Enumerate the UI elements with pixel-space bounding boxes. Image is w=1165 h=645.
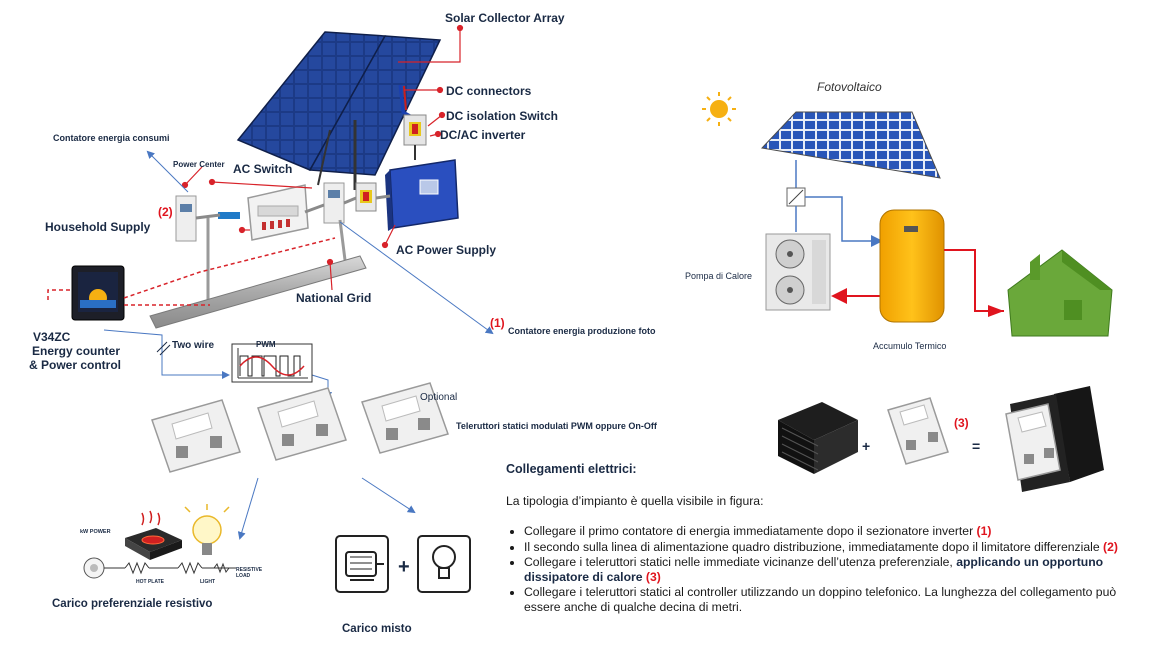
label-optional: Optional bbox=[420, 392, 458, 403]
consumption-meter bbox=[175, 195, 197, 242]
solar-collector-array bbox=[236, 31, 442, 190]
solid-state-relay-2 bbox=[257, 387, 347, 461]
label-dc-connectors: DC connectors bbox=[446, 84, 532, 98]
label-resistive-load-line1: RESISTIVE bbox=[236, 567, 263, 573]
label-fotovoltaico: Fotovoltaico bbox=[817, 80, 882, 94]
label-v34zc: V34ZC Energy counter & Power control bbox=[28, 330, 121, 372]
ac-isolator bbox=[355, 182, 377, 212]
notes-item-bold: applicando un opportuno dissipatore di c… bbox=[524, 555, 1104, 584]
plus-heatsink: + bbox=[862, 438, 871, 454]
label-household-supply: Household Supply bbox=[45, 220, 151, 234]
label-contatore-produzione: Contatore energia produzione foto bbox=[508, 326, 656, 336]
dc-ac-inverter bbox=[385, 159, 459, 231]
label-two-wire: Two wire bbox=[172, 340, 215, 351]
label-ac-power-supply: AC Power Supply bbox=[396, 243, 497, 257]
marker-2-diagram: (2) bbox=[158, 205, 173, 219]
breaker-blue bbox=[218, 212, 240, 219]
thermal-storage-tank bbox=[879, 209, 945, 323]
label-contatore-consumi: Contatore energia consumi bbox=[53, 133, 170, 143]
plus-mixed-load: + bbox=[398, 556, 410, 578]
notes-item: Collegare il primo contatore di energia … bbox=[524, 524, 1156, 539]
notes-list: Collegare il primo contatore di energia … bbox=[506, 524, 1156, 614]
notes-item-marker: (2) bbox=[1103, 539, 1118, 554]
notes-item: Collegare i teleruttori statici nelle im… bbox=[524, 555, 1156, 584]
national-grid-cable bbox=[149, 255, 367, 329]
label-hot-plate: HOT PLATE bbox=[136, 579, 164, 585]
collegamenti-elettrici-notes: Collegamenti elettrici: La tipologia d’i… bbox=[506, 462, 1156, 615]
label-resistive-load: RESISTIVE LOAD bbox=[236, 567, 262, 579]
mixed-load-bulb bbox=[417, 535, 471, 593]
mixed-load-motor bbox=[335, 535, 389, 593]
notes-title: Collegamenti elettrici: bbox=[506, 462, 637, 476]
notes-item-text: Collegare il primo contatore di energia … bbox=[524, 524, 977, 538]
label-kw-power: kW POWER bbox=[80, 529, 111, 535]
solid-state-relay-1 bbox=[151, 399, 241, 473]
notes-item-marker: (1) bbox=[976, 524, 992, 538]
label-resistive-load-line2: LOAD bbox=[236, 573, 251, 579]
notes-intro: La tipologia d’impianto è quella visibil… bbox=[506, 493, 764, 508]
production-meter bbox=[323, 182, 345, 224]
pwm-waveform bbox=[231, 343, 313, 383]
power-center-box bbox=[247, 184, 309, 241]
label-accumulo-termico: Accumulo Termico bbox=[873, 341, 947, 351]
resistive-load-illustration bbox=[83, 504, 236, 579]
green-house-icon bbox=[1007, 249, 1113, 337]
heatsink-icon bbox=[778, 402, 858, 474]
marker-3-diagram: (3) bbox=[954, 416, 969, 430]
dc-isolation-switch bbox=[403, 114, 427, 146]
label-teleruttori: Teleruttori statici modulati PWM oppure … bbox=[456, 421, 657, 431]
notes-item-text: Il secondo sulla linea di alimentazione … bbox=[524, 539, 1104, 554]
label-national-grid: National Grid bbox=[296, 291, 372, 305]
notes-item-text: Collegare i teleruttori statici nelle im… bbox=[524, 555, 957, 569]
notes-item: Collegare i teleruttori statici al contr… bbox=[524, 585, 1156, 614]
label-dc-isolation-switch: DC isolation Switch bbox=[446, 109, 559, 123]
label-v34zc-line2: Energy counter bbox=[32, 344, 121, 358]
label-carico-misto: Carico misto bbox=[342, 623, 412, 635]
label-v34zc-line1: V34ZC bbox=[33, 330, 71, 344]
notes-item-marker: (3) bbox=[645, 569, 661, 584]
v34zc-controller bbox=[71, 265, 125, 321]
notes-item: Il secondo sulla linea di alimentazione … bbox=[524, 540, 1156, 555]
label-power-center: Power Center bbox=[173, 160, 225, 169]
label-dc-ac-inverter: DC/AC inverter bbox=[440, 128, 526, 142]
heat-pump-unit bbox=[765, 233, 831, 311]
label-solar-collector-array: Solar Collector Array bbox=[445, 11, 565, 25]
sun-icon bbox=[702, 92, 736, 126]
label-pwm: PWM bbox=[256, 340, 276, 349]
label-ac-switch: AC Switch bbox=[233, 162, 293, 176]
solid-state-relay-optional bbox=[361, 382, 449, 454]
label-pompa-di-calore: Pompa di Calore bbox=[685, 271, 753, 281]
notes-item-text: Collegare i teleruttori statici al contr… bbox=[524, 585, 1117, 614]
ssr-heatsink-input bbox=[887, 397, 949, 465]
equals-heatsink: = bbox=[972, 438, 981, 454]
ssr-with-heatsink bbox=[1005, 386, 1104, 492]
marker-1-diagram: (1) bbox=[490, 316, 505, 330]
pv-panel-right bbox=[760, 111, 941, 179]
label-light: LIGHT bbox=[200, 579, 215, 585]
label-carico-resistivo: Carico preferenziale resistivo bbox=[52, 598, 213, 610]
label-v34zc-line3: & Power control bbox=[29, 358, 122, 372]
